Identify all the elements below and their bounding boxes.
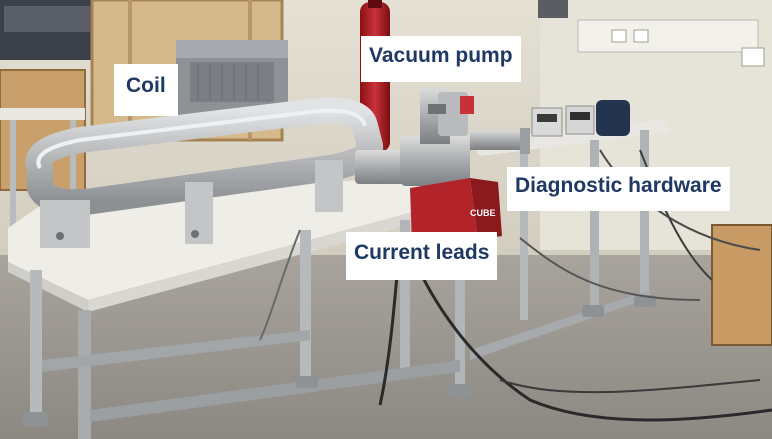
vacuum-pump-label: Vacuum pump: [361, 36, 521, 82]
diagnostic-hardware-label: Diagnostic hardware: [507, 167, 730, 211]
diagnostic-instruments: [531, 100, 630, 137]
cryocooler-unit: CUBE: [410, 178, 502, 246]
cryocooler-brand-text: CUBE: [470, 208, 496, 218]
coil-label: Coil: [114, 64, 178, 116]
vacuum-system: [355, 88, 530, 186]
side-table: [0, 108, 85, 260]
coil: [25, 97, 383, 248]
current-leads-label: Current leads: [346, 232, 498, 280]
cables: [259, 149, 772, 422]
